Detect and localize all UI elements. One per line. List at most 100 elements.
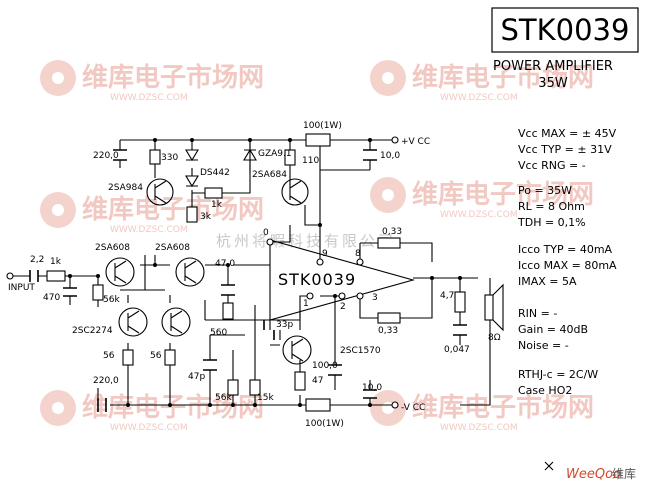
spec-gain: Gain = 40dB [518, 323, 588, 336]
wire-r1k-mid [192, 140, 251, 194]
watermark-url-6: WWW.DZSC.COM [440, 423, 518, 433]
label-c47-0: 47,0 [215, 259, 235, 269]
weeqoo-logo: WeeQoo 维库 [566, 466, 636, 482]
label-c470: 470 [43, 293, 60, 303]
resistor-3k [186, 206, 198, 223]
vcc-positive-terminal [391, 136, 399, 144]
label-pin1: 1 [303, 299, 309, 309]
resistor-033-top [377, 237, 401, 249]
cap-470 [63, 287, 77, 297]
transistor-2sa608-a [105, 257, 135, 287]
page-title: STK0039 [501, 13, 630, 47]
transistor-2sa608-b [175, 257, 205, 287]
cap-100-0 [328, 364, 342, 376]
wire-diff-to-vas [127, 295, 171, 303]
logo-cn-text: 维库 [612, 466, 636, 481]
label-c10-bottom: 10,0 [362, 383, 382, 393]
label-c220-bottom: 220,0 [93, 376, 119, 386]
label-input: INPUT [8, 283, 35, 293]
resistor-100-1w-top [305, 133, 331, 147]
spec-imax: IMAX = 5A [518, 275, 577, 288]
transistor-2sc2274-a [118, 307, 148, 337]
label-pin0: 0 [263, 228, 269, 238]
resistor-560 [222, 302, 234, 320]
specs-block: Vcc MAX = ± 45V Vcc TYP = ± 31V Vcc RNG … [517, 127, 617, 397]
label-r560: 560 [210, 328, 227, 338]
resistor-15k [249, 379, 261, 396]
label-pin2: 2 [340, 302, 346, 312]
resistor-1k-mid [204, 187, 223, 199]
spec-noise: Noise = - [518, 339, 569, 352]
vcc-negative-terminal [391, 401, 399, 409]
label-2sc1570: 2SC1570 [340, 346, 381, 356]
transistor-2sa684 [281, 178, 309, 206]
wire-bias [120, 255, 165, 291]
power-rating: 35W [538, 76, 568, 91]
components: STK0039 [6, 133, 504, 412]
label-pin8: 8 [355, 249, 361, 259]
watermark-logo-4: 维库电子市场网 WWW.DZSC.COM [370, 177, 594, 220]
label-2sc2274: 2SC2274 [72, 326, 113, 336]
junction-dots [68, 138, 462, 407]
pin-9 [316, 258, 324, 266]
cap-0-047 [453, 324, 467, 336]
ic-stk0039 [269, 239, 416, 321]
label-c2-2: 2,2 [30, 255, 44, 265]
label-2sa608-a: 2SA608 [95, 243, 130, 253]
cap-2-2 [29, 270, 39, 282]
label-ds442: DS442 [200, 168, 230, 178]
spec-vcc-max: Vcc MAX = ± 45V [518, 127, 617, 140]
pin-1 [306, 292, 314, 300]
label-r4-7: 4,7 [440, 291, 454, 301]
ic-label: STK0039 [278, 270, 356, 289]
spec-vcc-rng: Vcc RNG = - [518, 159, 586, 172]
label-2sa984: 2SA984 [108, 183, 143, 193]
transistor-2sa984 [146, 178, 174, 206]
label-c10-top: 10,0 [380, 151, 400, 161]
label-c33p: 33p [276, 320, 293, 330]
label-vcc-negative: -V CC [401, 403, 425, 413]
label-r56-a: 56 [103, 351, 115, 361]
watermark-url-1: WWW.DZSC.COM [110, 93, 188, 103]
cap-220-top [113, 149, 127, 161]
label-r47: 47 [312, 376, 323, 386]
spec-rthj: RTHJ-c = 2C/W [518, 368, 598, 381]
wire-c47 [205, 264, 229, 303]
transistor-2sc2274-b [161, 307, 191, 337]
resistor-47 [294, 371, 306, 391]
resistor-56-a [122, 349, 134, 366]
wire-speaker [460, 277, 491, 406]
label-r1k-input: 1k [50, 257, 62, 267]
label-r1k-mid: 1k [211, 200, 223, 210]
label-r56k-bottom: 56k [215, 393, 232, 403]
cap-10-top [363, 149, 377, 161]
wire-r033-top [360, 242, 433, 262]
watermark-url-5: WWW.DZSC.COM [110, 423, 188, 433]
diode-ds442-b [185, 175, 199, 188]
pin-0 [266, 238, 274, 246]
watermark-logo-1: 维库电子市场网 WWW.DZSC.COM [40, 60, 264, 103]
watermark-brand-2: 维库电子市场网 [412, 62, 594, 93]
label-r100-1w-bottom: 100(1W) [305, 419, 344, 429]
resistor-110 [284, 149, 296, 166]
cap-33p [263, 320, 275, 340]
spec-po: Po = 35W [518, 184, 572, 197]
label-c100-0: 100,0 [312, 361, 338, 371]
title-box [491, 7, 639, 53]
pin-3 [356, 292, 364, 300]
wire-c33p [269, 320, 281, 340]
watermark-brand-1: 维库电子市场网 [82, 62, 264, 93]
cap-10-bottom [363, 389, 377, 399]
zener-gza9-1 [243, 148, 257, 161]
wire-r033-bot [359, 278, 433, 319]
pin-8 [356, 258, 364, 266]
watermark-company: 杭州将睱科技有限公司 [216, 232, 396, 250]
spec-rin: RIN = - [518, 307, 557, 320]
resistor-56k-bottom [227, 379, 239, 396]
corner-marker [544, 461, 554, 471]
wire-output [413, 277, 461, 345]
label-vcc-positive: +V CC [401, 137, 430, 147]
spec-case: Case HO2 [518, 384, 572, 397]
